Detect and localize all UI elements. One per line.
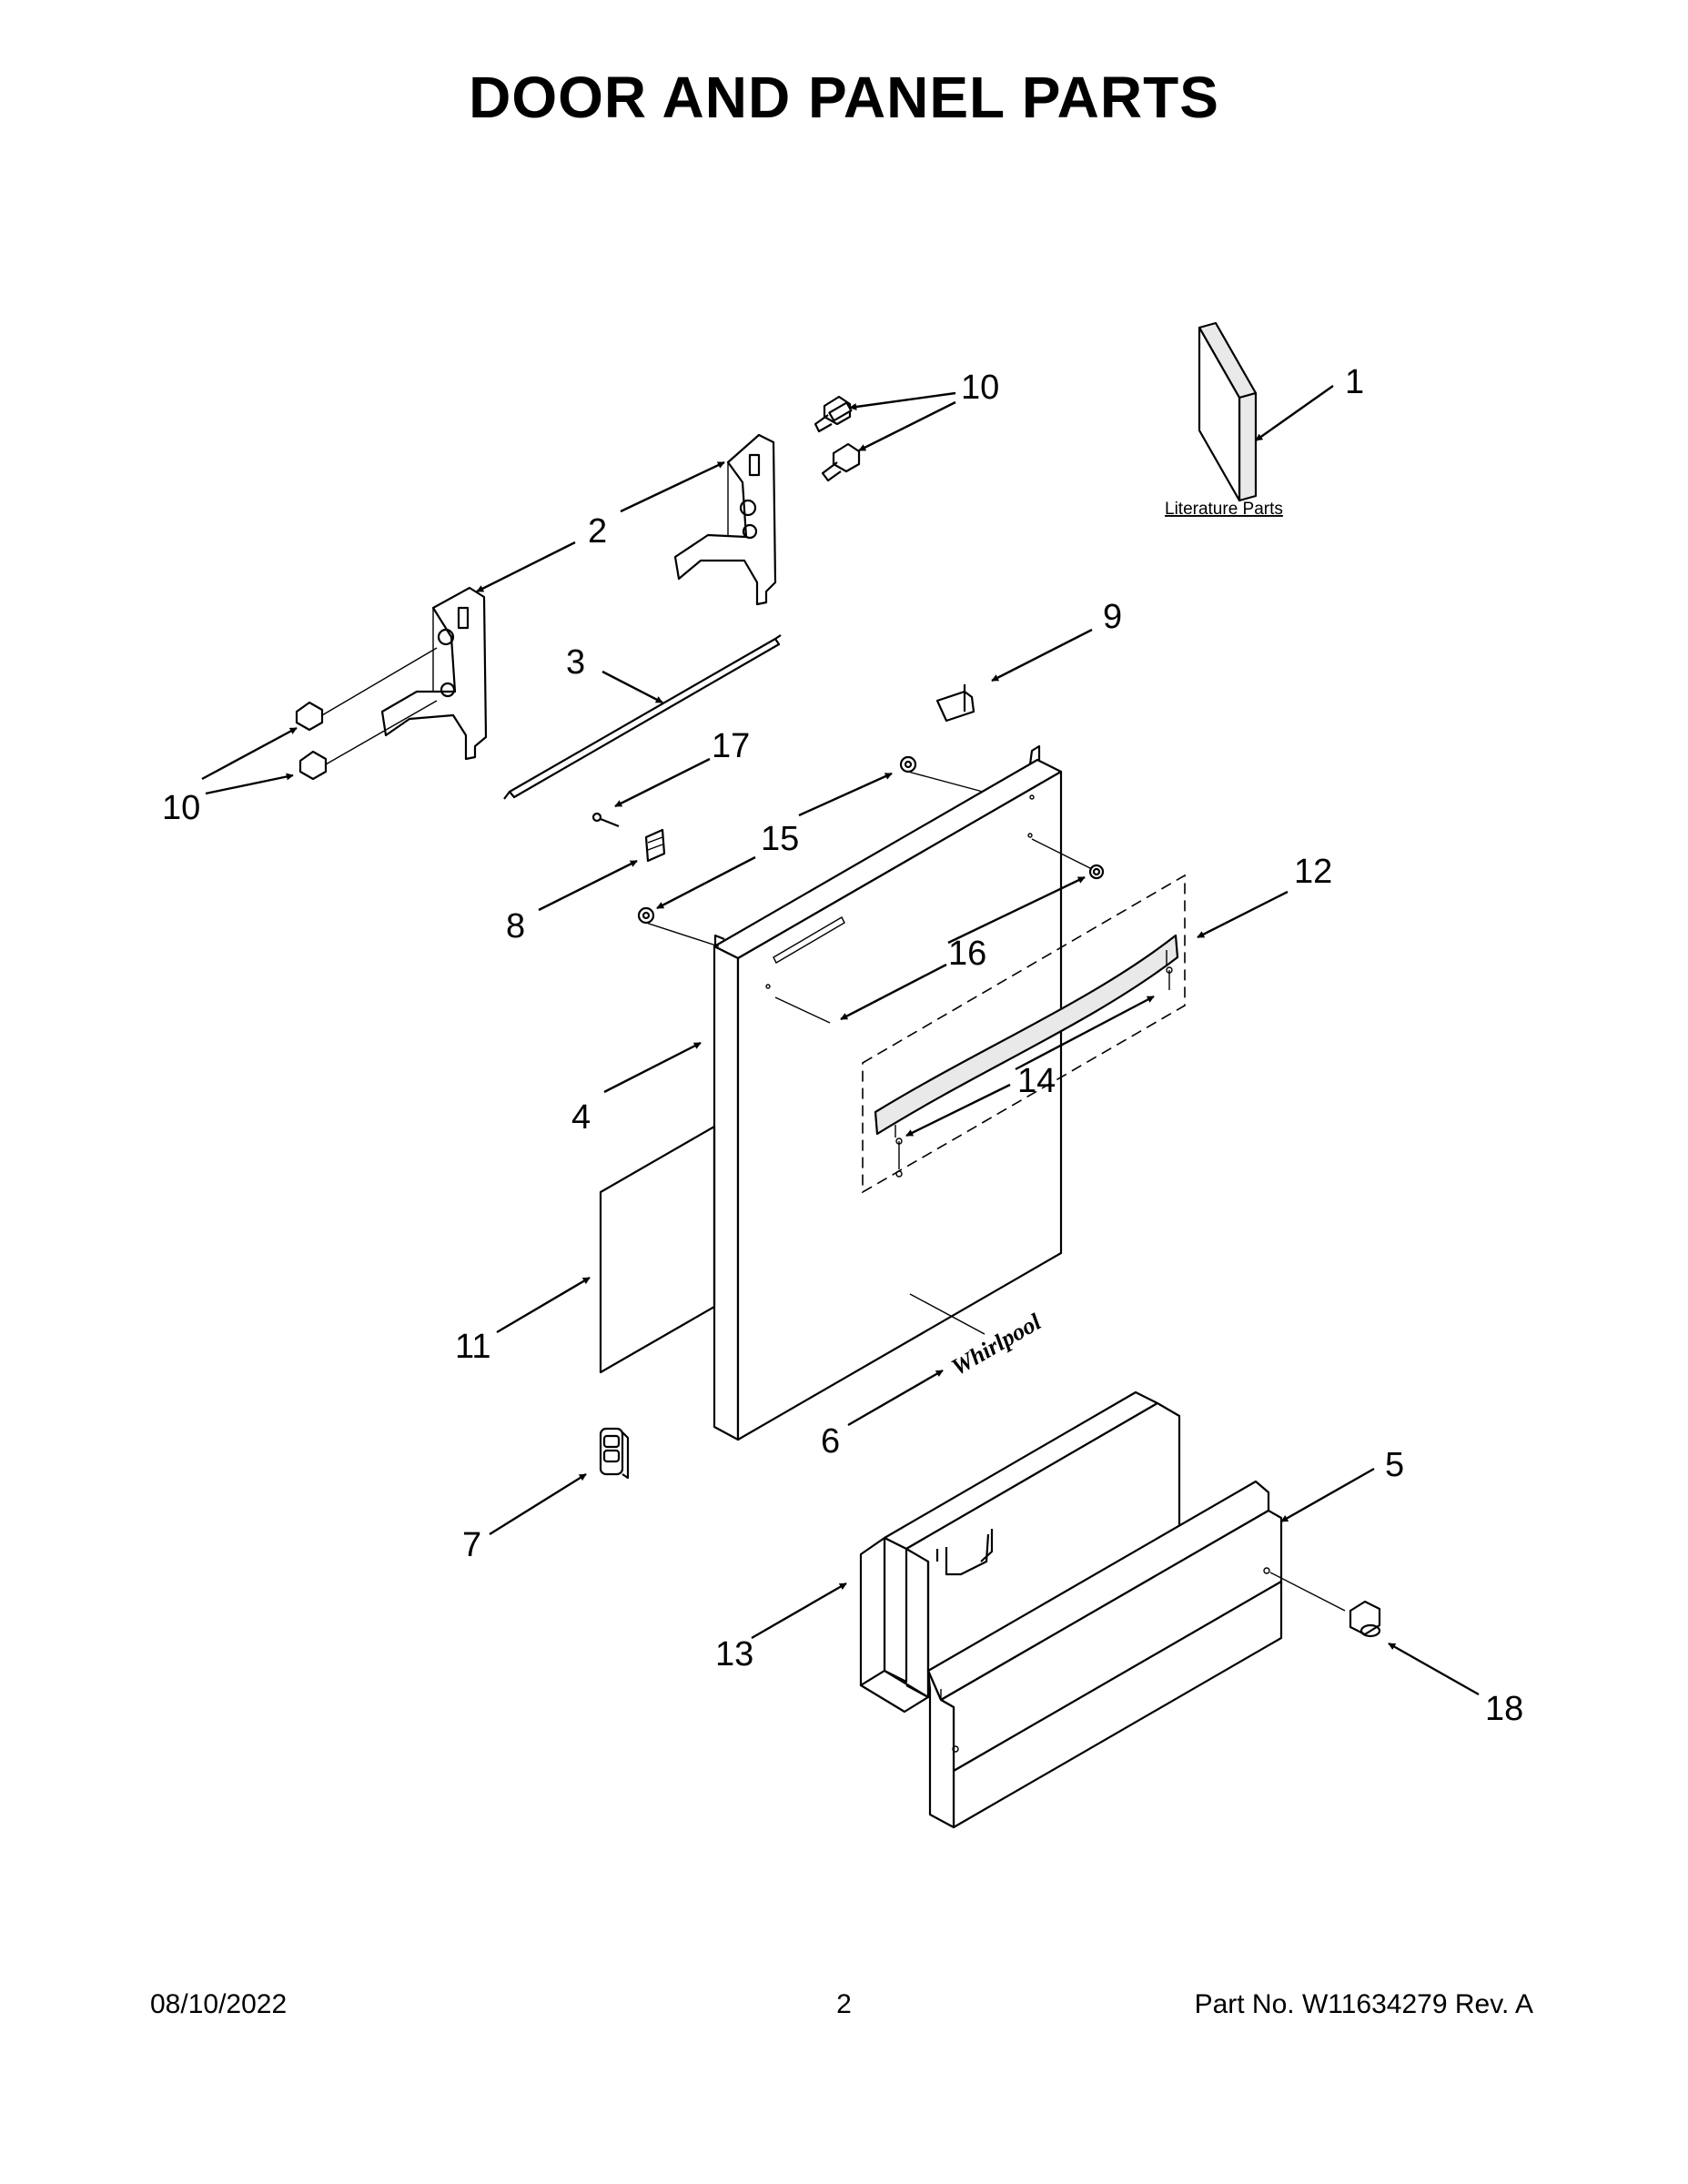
rod (503, 634, 782, 800)
callout-1: 1 (1345, 363, 1364, 401)
screw-handle-right (1088, 864, 1105, 880)
small-screw (591, 812, 620, 828)
callout-5: 5 (1385, 1446, 1404, 1484)
callout-arrows (201, 385, 1480, 1696)
handle-dashed-area (862, 874, 1186, 1194)
callout-11: 11 (455, 1328, 490, 1366)
callout-10-left: 10 (162, 789, 200, 827)
literature-booklet (1198, 321, 1258, 502)
callout-13: 13 (715, 1635, 753, 1673)
callout-17: 17 (712, 727, 750, 765)
hinge-bracket-left (380, 586, 488, 761)
footer-date: 08/10/2022 (150, 1989, 288, 2019)
clip (644, 828, 666, 863)
washer-left (637, 906, 655, 925)
callout-4: 4 (571, 1098, 591, 1137)
footer-page-number: 2 (836, 1989, 852, 2019)
callout-3: 3 (566, 643, 585, 682)
callout-16: 16 (948, 935, 986, 973)
callout-6: 6 (821, 1422, 840, 1461)
kick-plate (926, 1480, 1346, 1829)
literature-parts-label: Literature Parts (1165, 500, 1283, 519)
callout-2: 2 (588, 512, 607, 551)
screw-kick-plate (1349, 1600, 1381, 1638)
screw-left-1 (295, 647, 438, 732)
callout-14: 14 (1017, 1062, 1056, 1100)
insulation-panel (599, 1125, 716, 1374)
callout-10-top: 10 (961, 369, 999, 407)
screw-top-2 (821, 442, 861, 482)
callout-8: 8 (506, 907, 525, 945)
callout-12: 12 (1294, 853, 1332, 891)
callout-7: 7 (462, 1526, 481, 1564)
screw-top-1 (814, 395, 853, 433)
page-title: DOOR AND PANEL PARTS (469, 65, 1219, 130)
callout-9: 9 (1103, 598, 1122, 636)
footer-part-number: Part No. W11634279 Rev. A (1194, 1989, 1533, 2019)
screw-left-2 (298, 700, 438, 781)
door-handle (874, 934, 1179, 1178)
brand-logo: Whirlpool (947, 1309, 1046, 1381)
washer-top (899, 755, 917, 774)
hinge-bracket-right (673, 433, 777, 606)
callout-18: 18 (1485, 1690, 1523, 1728)
latch (935, 684, 975, 723)
door-panel (645, 744, 1093, 1441)
button-cluster (599, 1427, 630, 1480)
callout-15: 15 (761, 820, 799, 858)
